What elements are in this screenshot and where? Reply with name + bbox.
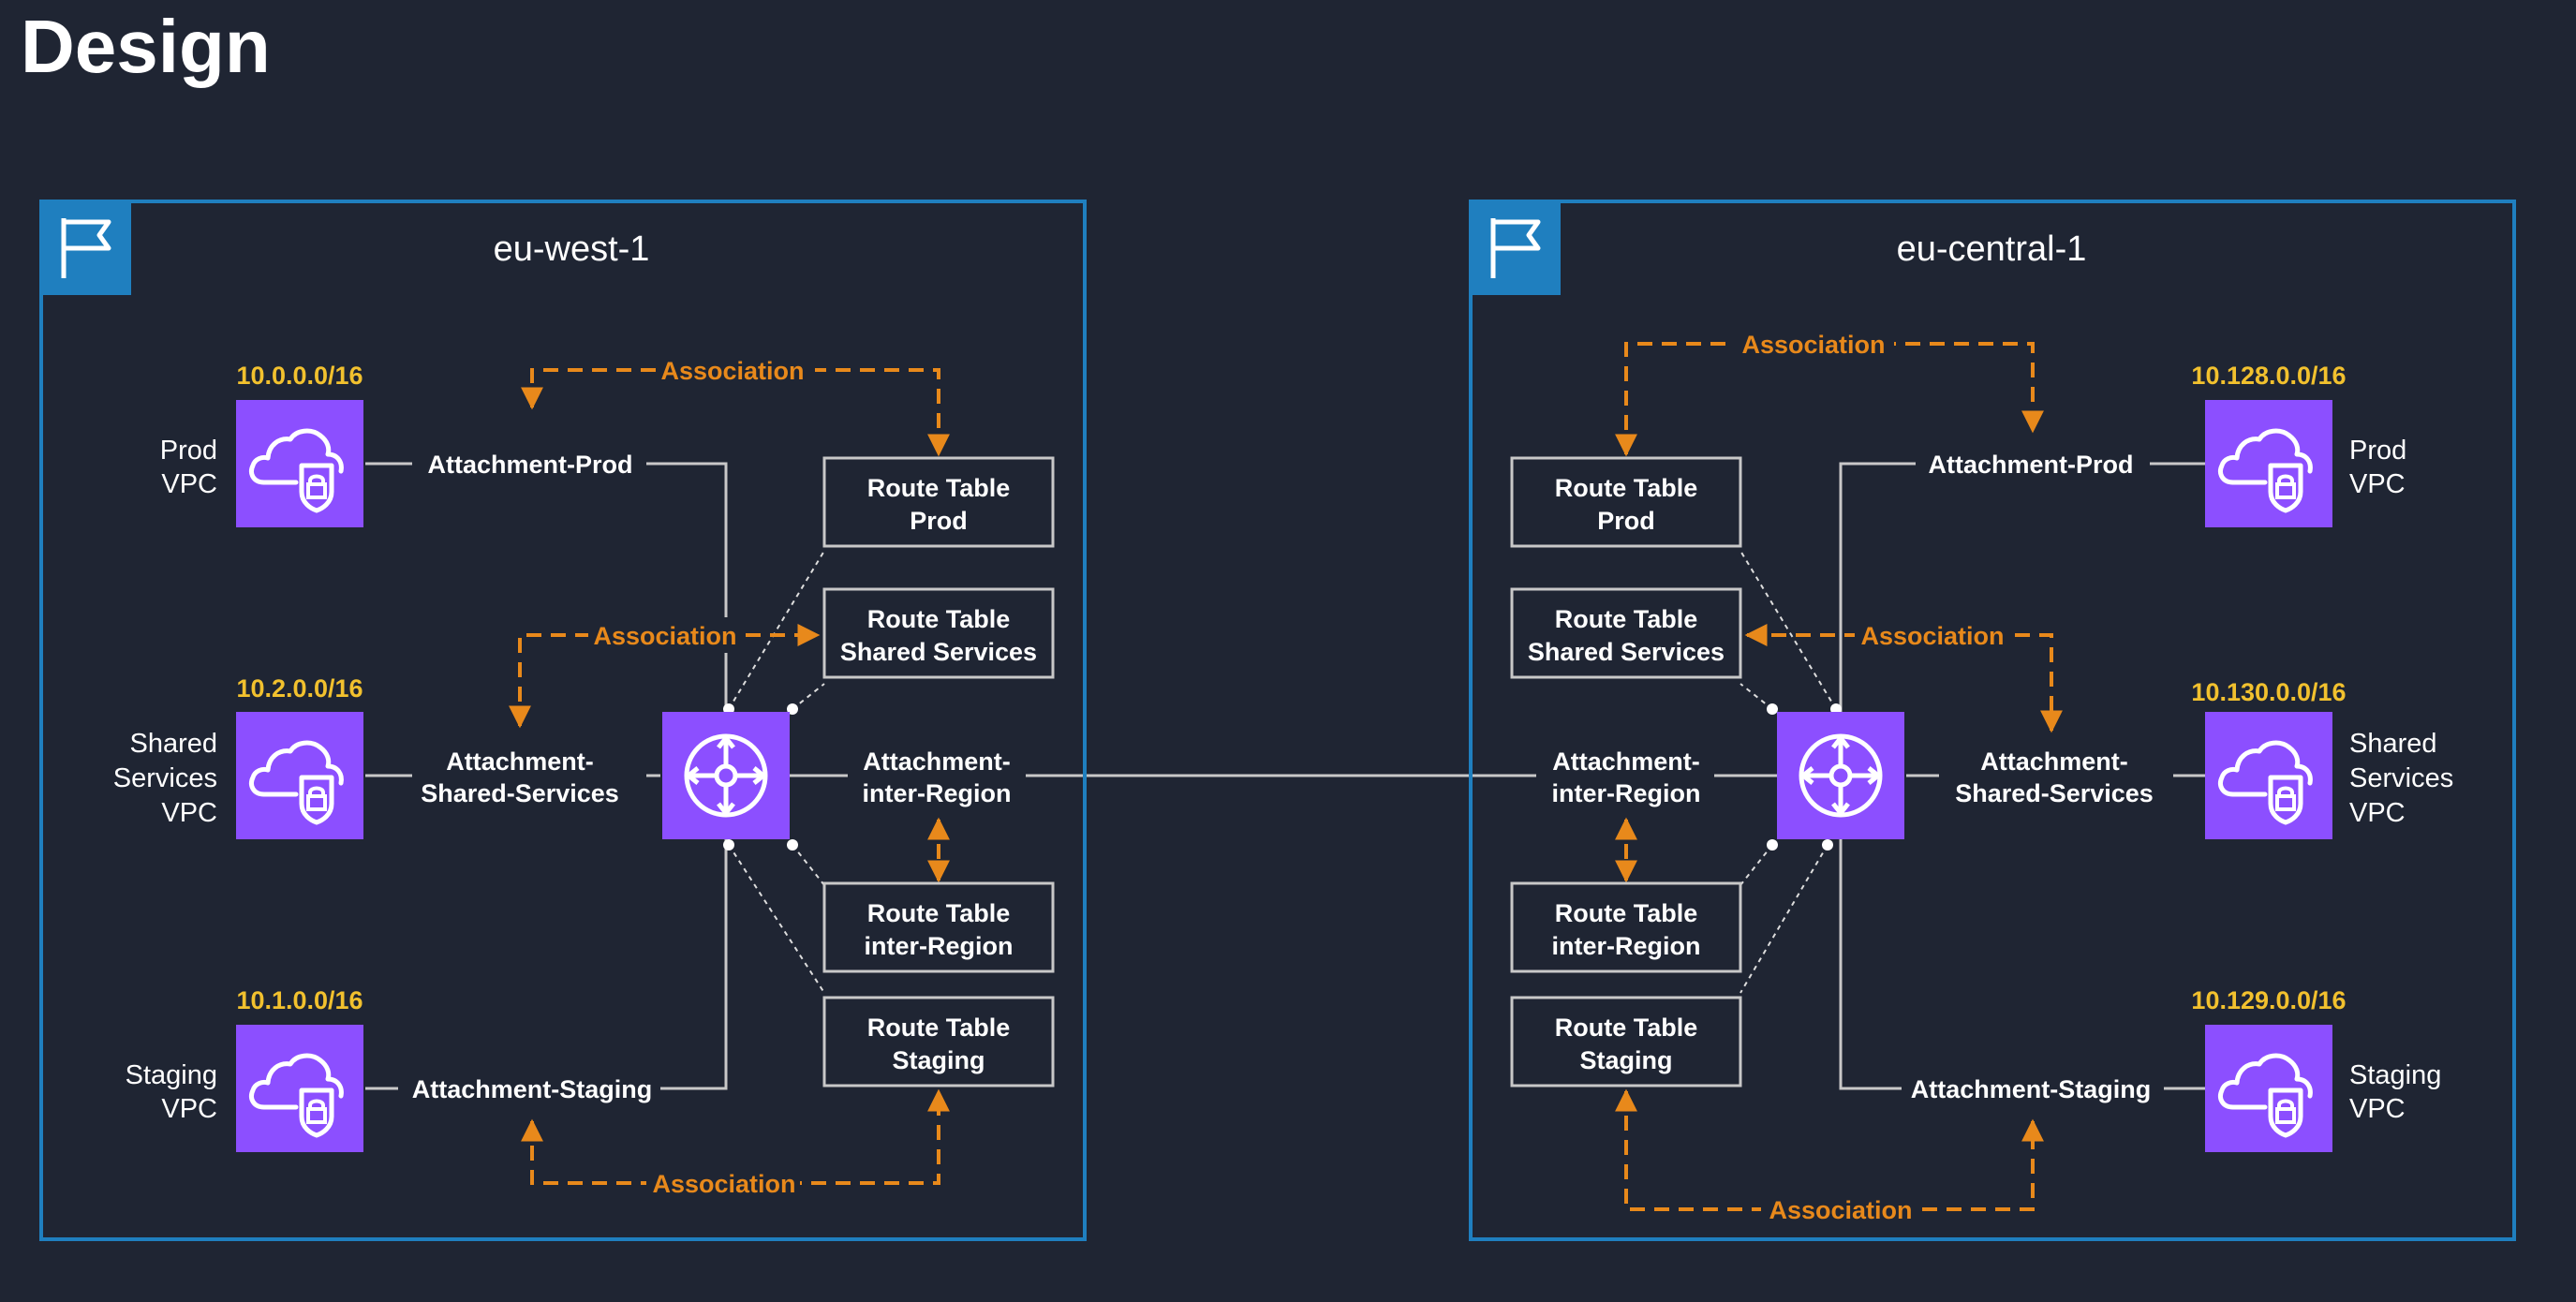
vpc-label: VPC	[2349, 1094, 2406, 1124]
route-table: Route Table Shared Services	[1510, 587, 1742, 679]
svg-text:Route Table: Route Table	[867, 1013, 1011, 1042]
vpc-icon	[236, 400, 363, 527]
vpc-label: VPC	[2349, 798, 2406, 828]
attachment-label: Attachment-Staging	[412, 1075, 653, 1103]
route-table: Route Table Shared Services	[822, 587, 1055, 679]
svg-text:Route Table: Route Table	[867, 605, 1011, 633]
attachment-label: Attachment-	[1552, 747, 1700, 776]
svg-text:Route Table: Route Table	[1555, 605, 1698, 633]
association-label: Association	[1741, 331, 1885, 359]
vpc-label: Services	[113, 763, 217, 793]
svg-text:inter-Region: inter-Region	[865, 932, 1014, 960]
attachment-label: inter-Region	[1552, 779, 1701, 807]
attachment-label: Attachment-	[446, 747, 594, 776]
vpc-label: Shared	[2349, 729, 2437, 759]
svg-text:Prod: Prod	[1597, 507, 1655, 535]
flag-icon	[1471, 201, 1561, 295]
vpc-icon	[2205, 712, 2332, 839]
association-label: Association	[1769, 1196, 1912, 1224]
transit-gateway-icon	[662, 712, 790, 839]
vpc-label: VPC	[161, 469, 217, 499]
vpc-icon	[2205, 400, 2332, 527]
attachment-label: Attachment-Prod	[1928, 451, 2133, 479]
vpc-cidr: 10.128.0.0/16	[2191, 362, 2346, 390]
flag-icon	[41, 201, 131, 295]
region-border	[39, 200, 1087, 1241]
vpc-label: VPC	[2349, 469, 2406, 499]
region-border	[1469, 200, 2516, 1241]
vpc-label: VPC	[161, 1094, 217, 1124]
vpc-cidr: 10.2.0.0/16	[236, 674, 363, 703]
region-name: eu-central-1	[1897, 229, 2087, 269]
region-name: eu-west-1	[494, 229, 650, 269]
attachment-label: Attachment-Staging	[1911, 1075, 2152, 1103]
route-table: Route Table Prod	[822, 456, 1055, 548]
svg-text:Staging: Staging	[1580, 1046, 1673, 1074]
vpc-cidr: 10.130.0.0/16	[2191, 678, 2346, 706]
attachment-label: inter-Region	[863, 779, 1012, 807]
association-label: Association	[660, 357, 804, 385]
vpc-icon	[236, 712, 363, 839]
region-eu-west-1: eu-west-1 Association Association Associ…	[39, 200, 1087, 1241]
vpc-label: Staging	[126, 1060, 217, 1090]
association-label: Association	[1860, 622, 2004, 650]
vpc-cidr: 10.1.0.0/16	[236, 986, 363, 1014]
route-table: Route Table Staging	[822, 996, 1055, 1087]
route-table: Route Table inter-Region	[1510, 881, 1742, 973]
vpc-cidr: 10.129.0.0/16	[2191, 986, 2346, 1014]
page-title: Design	[21, 5, 271, 88]
svg-text:Prod: Prod	[910, 507, 968, 535]
svg-text:Route Table: Route Table	[1555, 899, 1698, 927]
svg-text:Route Table: Route Table	[867, 474, 1011, 502]
route-table: Route Table Prod	[1510, 456, 1742, 548]
svg-text:inter-Region: inter-Region	[1552, 932, 1701, 960]
vpc-label: Staging	[2349, 1060, 2441, 1090]
vpc-label: Services	[2349, 763, 2453, 793]
vpc-icon	[2205, 1025, 2332, 1152]
attachment-label: Attachment-	[863, 747, 1011, 776]
vpc-label: Prod	[160, 436, 217, 466]
vpc-label: Shared	[129, 729, 217, 759]
attachment-label: Attachment-Prod	[427, 451, 632, 479]
svg-text:Shared Services: Shared Services	[1528, 638, 1725, 666]
svg-text:Route Table: Route Table	[1555, 474, 1698, 502]
svg-text:Shared Services: Shared Services	[840, 638, 1037, 666]
association-label: Association	[652, 1170, 795, 1198]
vpc-label: VPC	[161, 798, 217, 828]
vpc-icon	[236, 1025, 363, 1152]
route-table: Route Table Staging	[1510, 996, 1742, 1087]
vpc-label: Prod	[2349, 436, 2406, 466]
svg-text:Staging: Staging	[893, 1046, 985, 1074]
svg-text:Route Table: Route Table	[1555, 1013, 1698, 1042]
attachment-label: Attachment-	[1980, 747, 2128, 776]
region-eu-central-1: eu-central-1 Association Association Ass…	[1469, 200, 2516, 1241]
attachment-label: Shared-Services	[421, 779, 619, 807]
association-label: Association	[593, 622, 736, 650]
vpc-cidr: 10.0.0.0/16	[236, 362, 363, 390]
attachment-label: Shared-Services	[1955, 779, 2154, 807]
svg-text:Route Table: Route Table	[867, 899, 1011, 927]
transit-gateway-icon	[1777, 712, 1904, 839]
route-table: Route Table inter-Region	[822, 881, 1055, 973]
